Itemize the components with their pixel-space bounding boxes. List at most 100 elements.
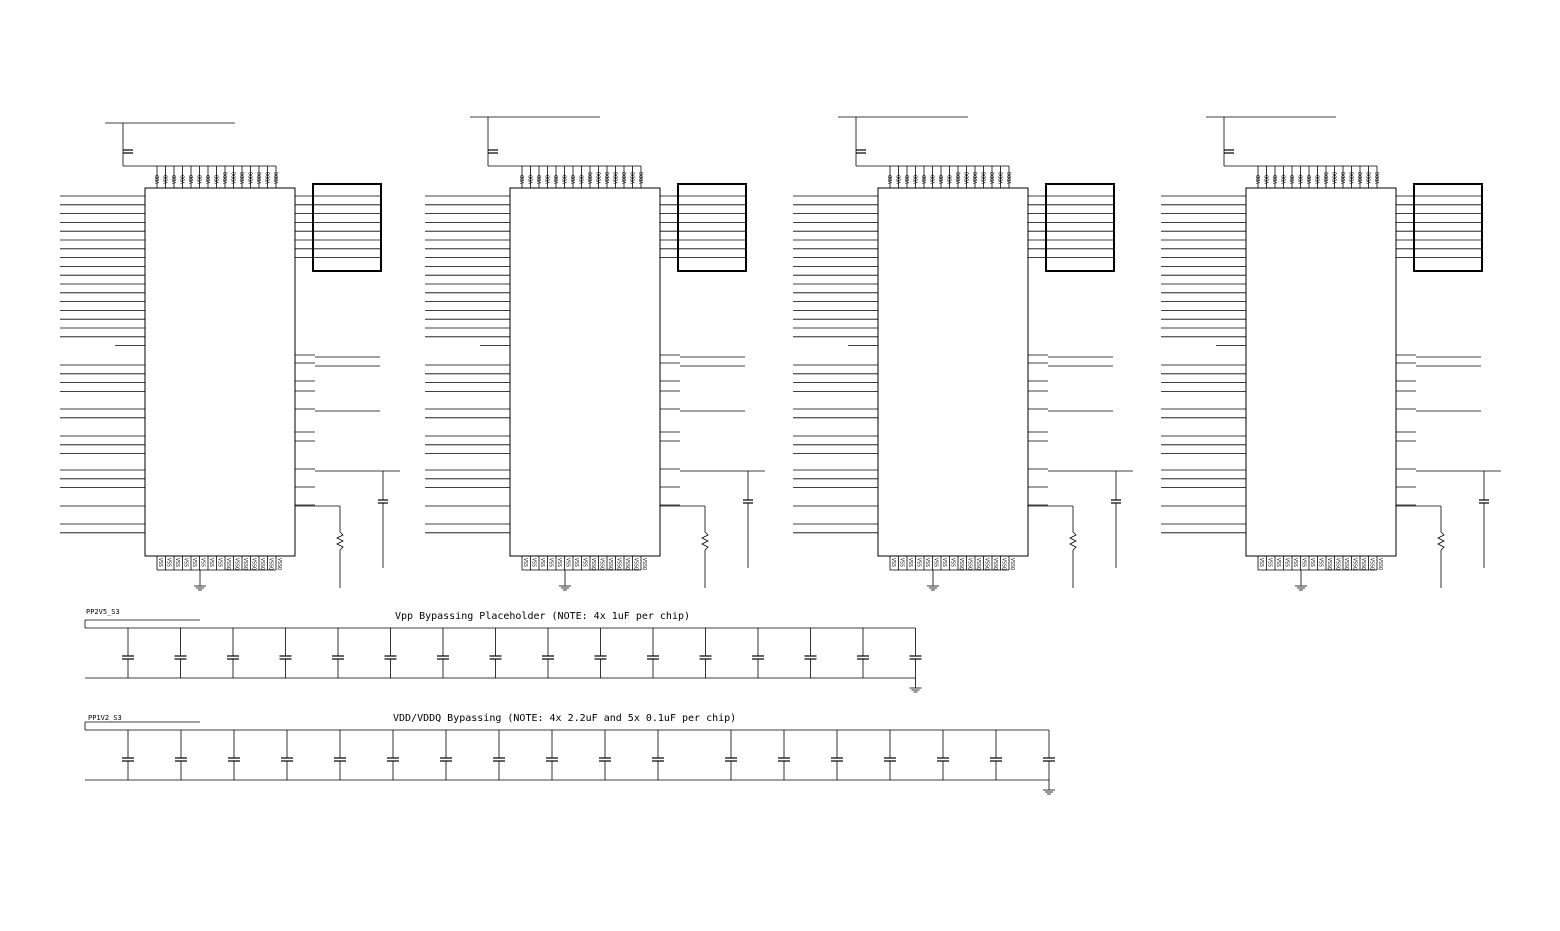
vdd-pin-label: VDD bbox=[1316, 175, 1322, 184]
dq-highlight-box bbox=[677, 183, 747, 272]
vss-pin-label: VSS bbox=[208, 558, 214, 567]
vdd-pin-label: VDDQ bbox=[631, 172, 637, 184]
vss-pin-label: VSS bbox=[174, 558, 180, 567]
vpp-power-net: PP2V5_S3 bbox=[86, 608, 120, 616]
vdd-pin-label: VDDQ bbox=[1350, 172, 1356, 184]
vdd-pin-label: VDDQ bbox=[1007, 172, 1013, 184]
vdd-pin-label: VDDQ bbox=[982, 172, 988, 184]
vss-pin-label: VSSQ bbox=[1343, 558, 1349, 570]
vdd-pin-label: VDDQ bbox=[990, 172, 996, 184]
vdd-pin-label: VDD bbox=[897, 175, 903, 184]
vss-pin-label: VSS bbox=[899, 558, 905, 567]
bypass-cap-c2319 bbox=[1043, 730, 1055, 780]
vss-pin-label: VSSQ bbox=[1377, 558, 1383, 570]
vdd-pin-label: VDD bbox=[1265, 175, 1271, 184]
bypass-cap-c2310 bbox=[334, 730, 346, 780]
vss-pin-label: VSSQ bbox=[1352, 558, 1358, 570]
vss-pin-label: VSS bbox=[1284, 558, 1290, 567]
vss-pin-label: VSS bbox=[539, 558, 545, 567]
vdd-pin-label: VDD bbox=[189, 175, 195, 184]
vss-pin-label: VSSQ bbox=[958, 558, 964, 570]
dq-highlight-box bbox=[1413, 183, 1483, 272]
vdd-pin-label: VDD bbox=[215, 175, 221, 184]
vdd-pin-label: VDD bbox=[546, 175, 552, 184]
bypass-cap-c2315 bbox=[884, 730, 896, 780]
vss-pin-label: VSSQ bbox=[234, 558, 240, 570]
vdd-pin-label: VDDQ bbox=[965, 172, 971, 184]
chip-body bbox=[877, 187, 1029, 557]
chip-body bbox=[1245, 187, 1397, 557]
vpp-section-title: Vpp Bypassing Placeholder (NOTE: 4x 1uF … bbox=[395, 611, 690, 622]
bypass-cap-c2360 bbox=[647, 628, 659, 678]
zq-resistor-zigzag bbox=[1437, 531, 1445, 551]
vdd-pin-label: VDD bbox=[922, 175, 928, 184]
vss-pin-label: VSS bbox=[166, 558, 172, 567]
vss-pin-label: VSSQ bbox=[268, 558, 274, 570]
bypass-cap-c2352 bbox=[227, 628, 239, 678]
vss-pin-label: VSSQ bbox=[1326, 558, 1332, 570]
vdd-pin-label: VDDQ bbox=[588, 172, 594, 184]
zq-resistor-zigzag bbox=[336, 531, 344, 551]
bypass-cap-c2363 bbox=[804, 628, 817, 678]
vss-pin-label: VSSQ bbox=[1009, 558, 1015, 570]
vss-pin-label: VSSQ bbox=[984, 558, 990, 570]
vdd-pin-label: VDD bbox=[948, 175, 954, 184]
bypass-cap-c2364 bbox=[857, 628, 869, 678]
bypass-cap-c2356 bbox=[437, 628, 449, 678]
vss-pin-label: VSSQ bbox=[1369, 558, 1375, 570]
bypass-cap-c2306 bbox=[652, 730, 664, 780]
vdd-pin-label: VDD bbox=[1256, 175, 1262, 184]
vdd-pin-label: VDDQ bbox=[614, 172, 620, 184]
vss-pin-label: VSSQ bbox=[992, 558, 998, 570]
bypass-cap-c2311 bbox=[387, 730, 399, 780]
vdd-pin-label: VDDQ bbox=[257, 172, 263, 184]
vdd-power-net: PP1V2_S3 bbox=[88, 714, 122, 722]
zq-resistor-zigzag bbox=[701, 531, 709, 551]
vss-pin-label: VSS bbox=[183, 558, 189, 567]
vdd-bypass-section: VDD/VDDQ Bypassing (NOTE: 4x 2.2uF and 5… bbox=[84, 713, 1055, 795]
vdd-pin-label: VDD bbox=[1282, 175, 1288, 184]
vdd-pin-label: VDD bbox=[554, 175, 560, 184]
bypass-cap-c2305 bbox=[599, 730, 611, 780]
bypass-cap-c2314 bbox=[831, 730, 843, 780]
vdd-pin-label: VDD bbox=[198, 175, 204, 184]
bypass-cap-c2309 bbox=[778, 730, 790, 780]
vdd-pin-label: VDDQ bbox=[1341, 172, 1347, 184]
vss-pin-label: VSSQ bbox=[967, 558, 973, 570]
dq-highlight-box bbox=[1045, 183, 1115, 272]
vdd-pin-label: VDD bbox=[939, 175, 945, 184]
chip-body bbox=[509, 187, 661, 557]
vss-pin-label: VSS bbox=[1318, 558, 1324, 567]
vdd-pin-label: VDD bbox=[520, 175, 526, 184]
vss-pin-label: VSS bbox=[933, 558, 939, 567]
dq-highlight-box bbox=[312, 183, 382, 272]
vss-pin-label: VSSQ bbox=[624, 558, 630, 570]
vdd-pin-label: VDD bbox=[181, 175, 187, 184]
vss-pin-label: VSS bbox=[582, 558, 588, 567]
bypass-cap-c2316 bbox=[937, 730, 949, 780]
bypass-cap-c2304 bbox=[546, 730, 558, 780]
vdd-pin-label: VDDQ bbox=[605, 172, 611, 184]
vss-pin-label: VSS bbox=[556, 558, 562, 567]
vdd-pin-label: VDD bbox=[1299, 175, 1305, 184]
vdd-pin-label: VDDQ bbox=[232, 172, 238, 184]
vss-pin-label: VSS bbox=[1292, 558, 1298, 567]
vss-pin-label: VSS bbox=[217, 558, 223, 567]
vdd-pin-label: VDDQ bbox=[249, 172, 255, 184]
vdd-pin-label: VDD bbox=[164, 175, 170, 184]
vss-pin-label: VSS bbox=[573, 558, 579, 567]
vss-pin-label: VSS bbox=[924, 558, 930, 567]
vss-pin-label: VSS bbox=[950, 558, 956, 567]
vss-pin-label: VSS bbox=[1267, 558, 1273, 567]
vss-pin-label: VSSQ bbox=[641, 558, 647, 570]
vss-pin-label: VSS bbox=[1309, 558, 1315, 567]
vss-pin-label: VSS bbox=[907, 558, 913, 567]
vdd-pin-label: VDD bbox=[529, 175, 535, 184]
bypass-cap-c2301 bbox=[175, 730, 187, 780]
vdd-pin-label: VDDQ bbox=[999, 172, 1005, 184]
bypass-cap-c2350 bbox=[122, 628, 134, 678]
